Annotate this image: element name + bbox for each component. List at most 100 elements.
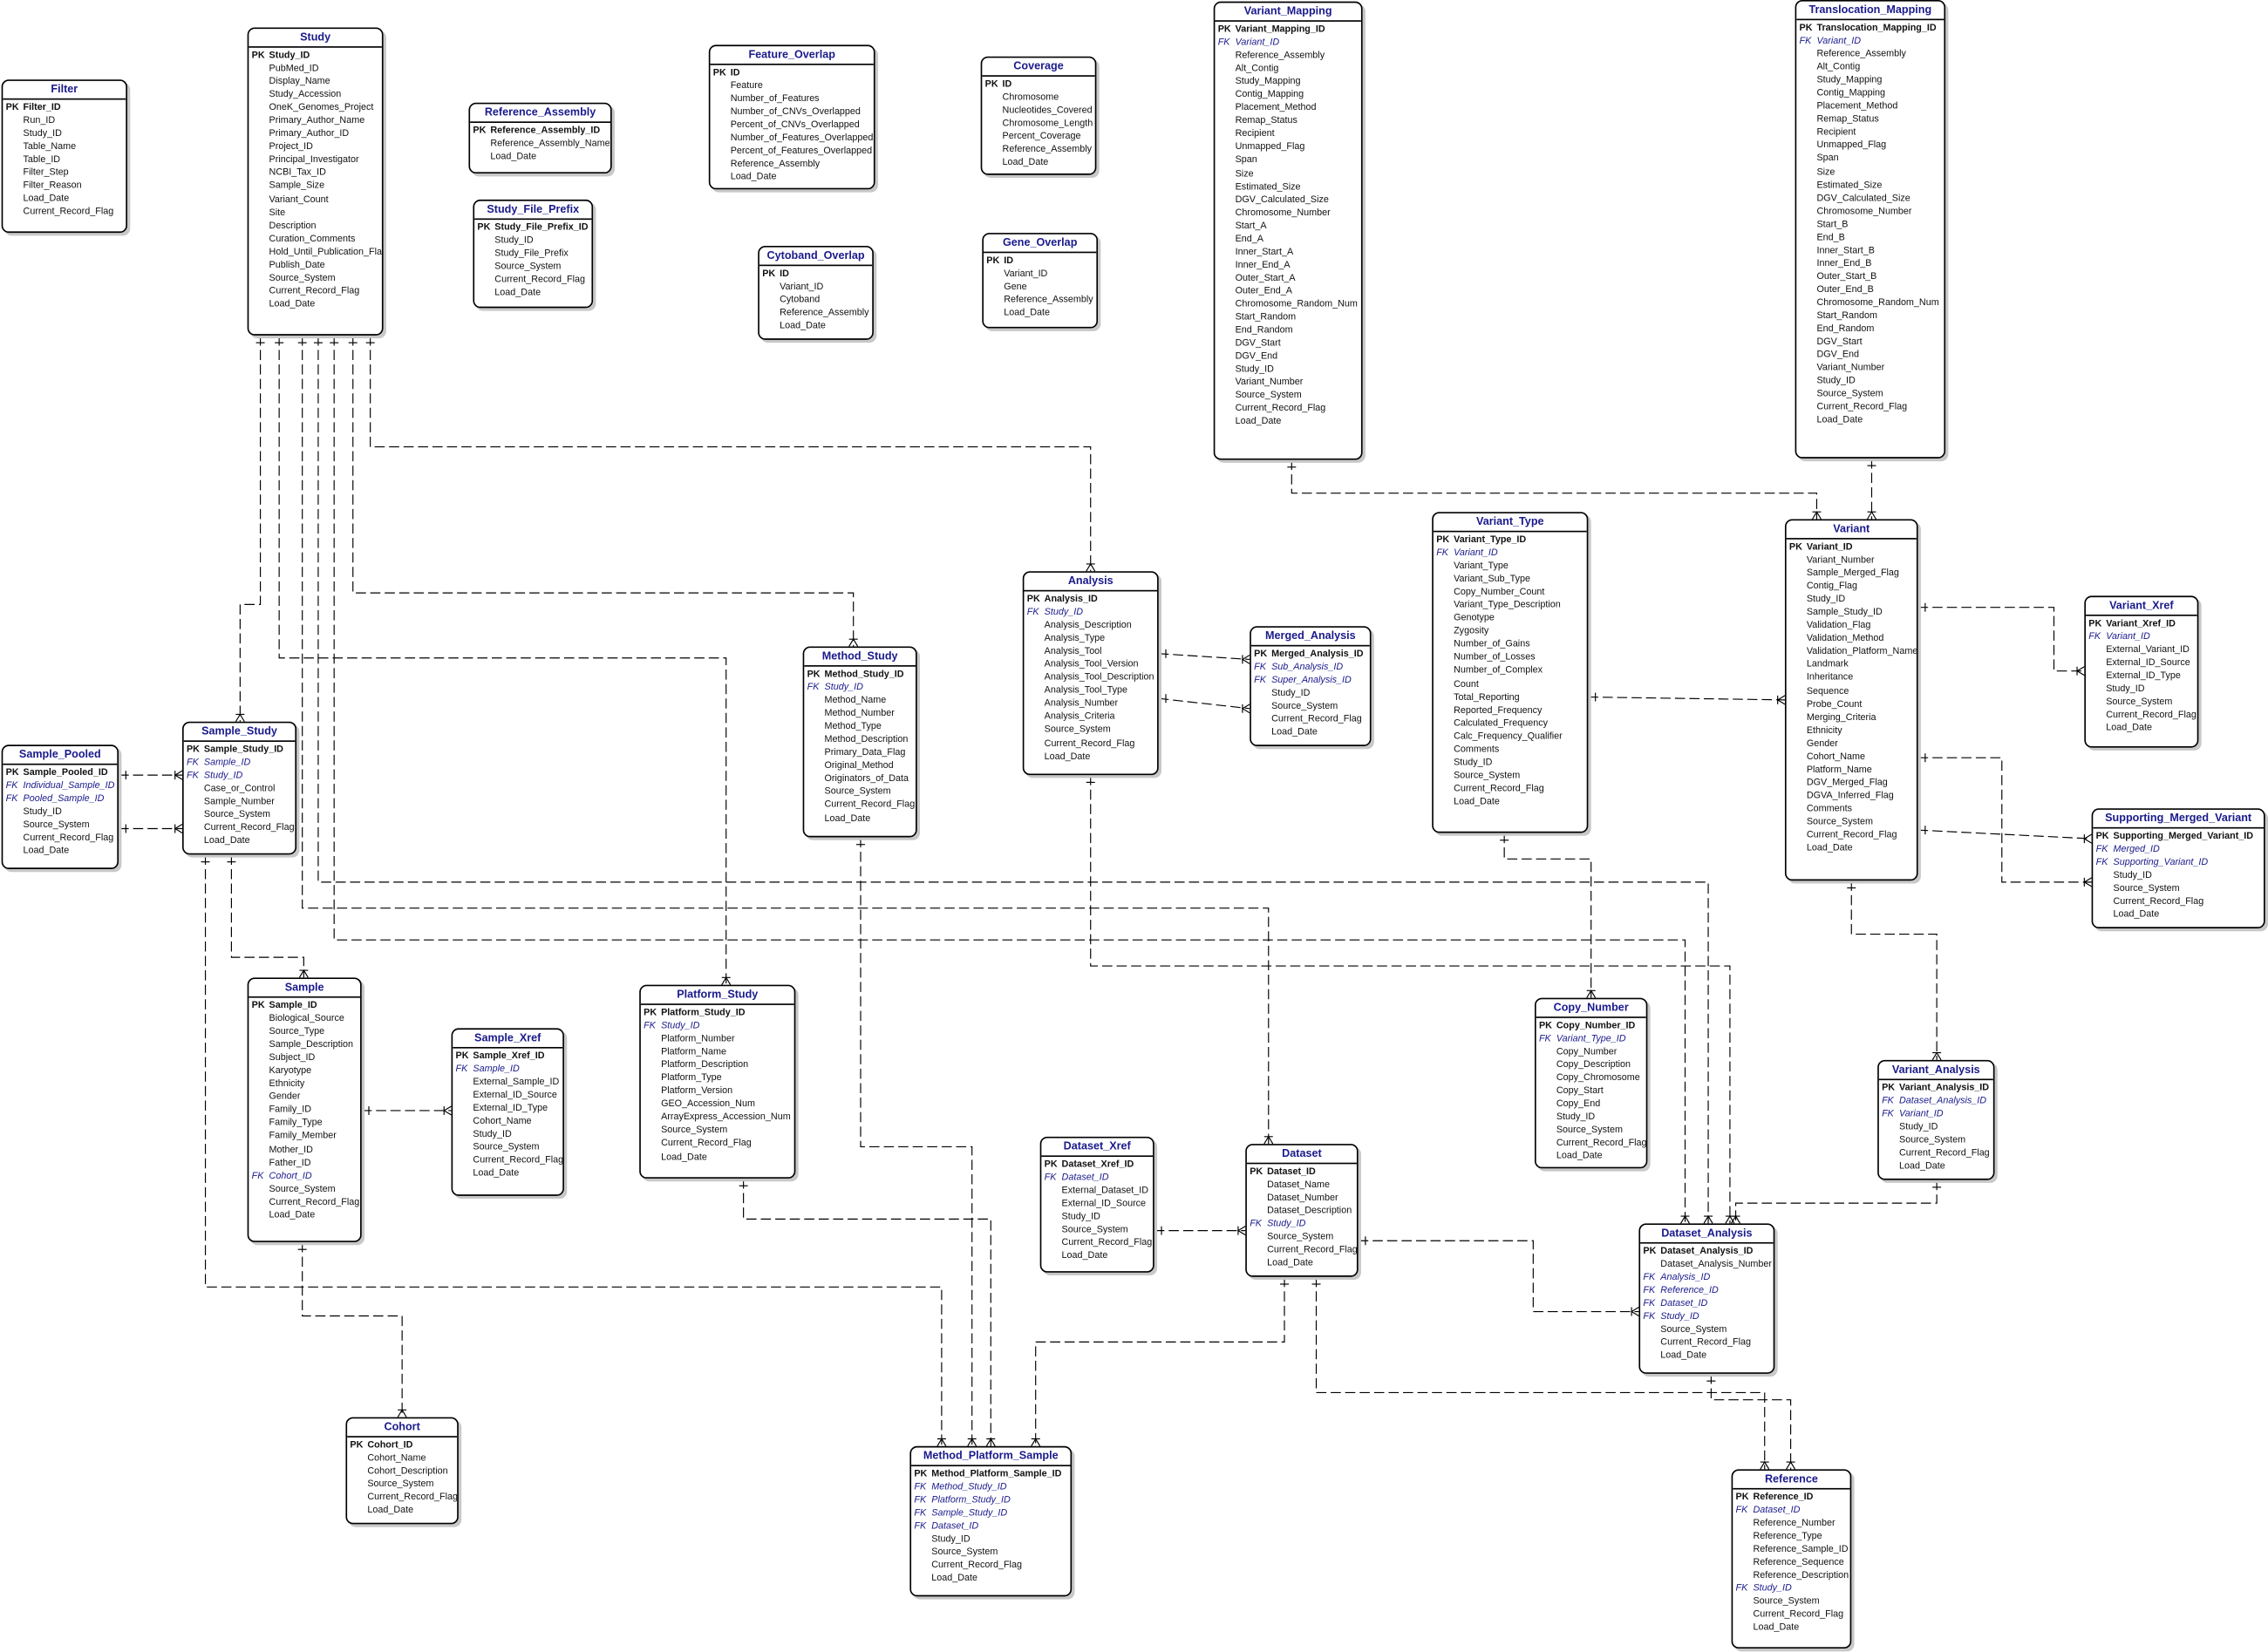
field-name: Method_Description: [824, 735, 909, 745]
field-name: Source_System: [1044, 724, 1111, 736]
key-marker: PK: [807, 670, 821, 680]
field-name: Current_Record_Flag: [1061, 1238, 1153, 1249]
field-name: Dataset_Analysis_ID: [1899, 1096, 1987, 1107]
field-row: OneK_Genomes_Project: [252, 101, 379, 114]
field-name: End_B: [1816, 232, 1845, 243]
field-name: Copy_Description: [1556, 1060, 1631, 1071]
key-marker: PK: [1799, 23, 1813, 34]
field-name: Analysis_Description: [1044, 620, 1132, 631]
field-name: Source_System: [367, 1479, 434, 1490]
field-row: Nucleotides_Covered: [985, 105, 1093, 118]
crows-foot-icon: [1703, 1214, 1713, 1224]
field-name: Variant_ID: [1454, 547, 1498, 559]
field-row: Sample_Size: [252, 180, 379, 193]
field-row: Unmapped_Flag: [1800, 139, 1942, 153]
field-row: Study_ID: [2088, 683, 2194, 696]
field-name: Merged_ID: [2113, 844, 2160, 855]
field-row: Analysis_Criteria: [1027, 710, 1154, 724]
relationship-line: [317, 335, 1709, 1224]
key-marker: FK: [1217, 37, 1230, 48]
field-row: Sample_Study_ID: [1789, 606, 1914, 619]
field-row: Size: [1800, 166, 1942, 179]
relationship-line: [239, 335, 262, 722]
field-name: Study_ID: [1044, 607, 1084, 618]
field-row: Variant_Number: [1789, 554, 1914, 567]
field-name: Analysis_Tool: [1044, 646, 1102, 657]
field-name: Variant_Analysis_ID: [1899, 1083, 1990, 1094]
field-row: Inner_End_A: [1218, 259, 1359, 272]
key-marker: PK: [984, 79, 998, 90]
key-marker: PK: [2095, 831, 2109, 842]
field-name: Sample_Study_ID: [931, 1508, 1008, 1519]
field-name: Current_Record_Flag: [1271, 714, 1362, 725]
field-name: Current_Record_Flag: [23, 833, 114, 844]
field-row: Current_Record_Flag: [2096, 895, 2261, 908]
relationship-line: [1035, 1276, 1285, 1446]
field-name: Number_of_Complex: [1454, 665, 1543, 676]
field-name: Load_Date: [1454, 796, 1500, 807]
field-row: Percent_Coverage: [985, 131, 1093, 144]
field-name: Load_Date: [23, 846, 70, 857]
field-name: Variant_ID: [1899, 1109, 1944, 1120]
field-name: Primary_Author_ID: [269, 129, 350, 139]
field-row: Variant_ID: [762, 281, 869, 294]
key-marker: FK: [914, 1495, 927, 1506]
field-row: Method_Type: [807, 720, 913, 733]
field-name: Load_Date: [1660, 1350, 1707, 1362]
field-row: Current_Record_Flag: [187, 822, 295, 835]
field-name: Percent_Coverage: [1002, 132, 1081, 142]
field-row: Load_Date: [985, 157, 1093, 170]
field-name: Variant_Type_ID: [1556, 1034, 1626, 1044]
key-marker: FK: [1735, 1505, 1748, 1516]
field-row: Run_ID: [6, 114, 123, 127]
field-name: Copy_Number_ID: [1556, 1021, 1636, 1031]
field-name: Inner_Start_B: [1816, 245, 1875, 256]
field-row: Method_Number: [807, 707, 913, 720]
entity-title: Variant_Analysis: [1878, 1062, 1993, 1081]
field-name: Number_of_Gains: [1454, 639, 1530, 650]
crows-foot-icon: [936, 1438, 947, 1447]
key-marker: FK: [1643, 1298, 1656, 1309]
field-row: Load_Date: [644, 1151, 791, 1164]
field-name: Placement_Method: [1816, 101, 1898, 112]
field-name: Load_Date: [1271, 727, 1318, 738]
key-marker: FK: [2095, 857, 2108, 868]
field-name: Current_Record_Flag: [2106, 710, 2196, 721]
field-name: Landmark: [1806, 660, 1849, 670]
field-name: Dataset_ID: [1753, 1505, 1801, 1516]
